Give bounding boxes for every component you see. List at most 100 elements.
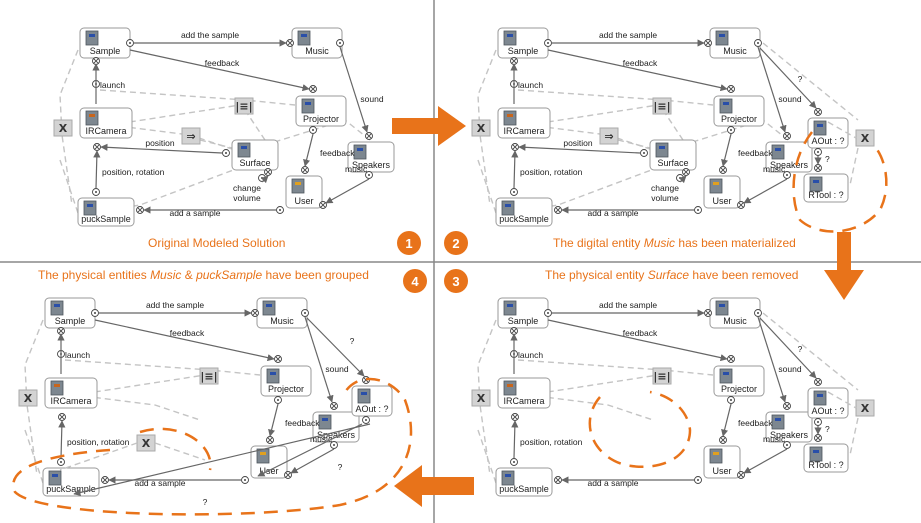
equivalence-operator: |≡| [234,97,254,115]
user-label: User [712,466,731,476]
user-icon [709,178,723,194]
sample-label: Sample [55,316,86,326]
node-speakers[interactable]: Speakers [765,141,813,173]
node-pucksample[interactable]: puckSample [495,197,553,227]
edge-sound: sound [757,316,802,403]
provided-port [258,174,266,182]
node-sample[interactable]: Sample [497,297,549,329]
equivalence-operator: |≡| [199,367,219,385]
provided-port [336,39,344,47]
rtool-icon [809,446,823,462]
node-music[interactable]: Music [256,297,308,329]
pucksample-icon [501,470,515,486]
node-projector[interactable]: Projector [713,365,765,397]
speakers-icon [318,414,332,430]
node-music[interactable]: Music [709,297,761,329]
aout-label: AOut : ? [811,406,844,416]
node-music[interactable]: Music [291,27,343,59]
node-rtool[interactable]: RTool : ? [803,173,849,203]
grouped-inner-outline [139,427,212,471]
badge-4: 4 [403,269,427,293]
node-sample[interactable]: Sample [44,297,96,329]
user-icon [709,448,723,464]
edge-add_a_sample: add a sample [561,476,694,488]
svg-text:X: X [477,122,486,135]
required-port [704,309,712,317]
dashed-link [244,109,266,141]
dashed-link [517,89,714,106]
edge-feedback: feedback [94,319,275,362]
edge-add_a_sample: add a sample [108,476,241,488]
sample-label: Sample [508,316,539,326]
node-pucksample[interactable]: puckSample [495,467,553,497]
ircamera-icon [50,380,64,396]
ircamera-label: IRCamera [503,126,544,136]
dashed-link [527,159,679,211]
node-rtool[interactable]: RTool : ? [803,443,849,473]
cross-operator: X [18,389,38,407]
node-pucksample[interactable]: puckSample [42,467,100,497]
badge-1: 1 [397,231,421,255]
node-pucksample[interactable]: puckSample [77,197,135,227]
cross-operator-group: X [136,434,156,452]
user-label: User [712,196,731,206]
node-projector[interactable]: Projector [260,365,312,397]
provided-port [727,396,735,404]
node-aout[interactable]: AOut : ? [807,387,849,419]
required-port [274,355,282,363]
node-ircamera[interactable]: IRCamera [497,377,551,409]
node-user[interactable]: User [703,175,741,209]
svg-text:|≡|: |≡| [653,370,670,383]
edge-label-add_a_sample: add a sample [169,208,220,218]
edge-label-music: music [310,434,333,444]
node-music[interactable]: Music [709,27,761,59]
edge-label-position: position [145,138,175,148]
node-sample[interactable]: Sample [79,27,131,59]
node-projector[interactable]: Projector [713,95,765,127]
edge-label-question: ? [825,424,830,434]
provided-port [694,206,702,214]
required-port [737,471,745,479]
node-ircamera[interactable]: IRCamera [44,377,98,409]
svg-text:2: 2 [452,236,459,251]
projector-icon [719,368,733,384]
projector-label: Projector [303,114,339,124]
node-surface[interactable]: Surface [649,139,697,171]
node-projector[interactable]: Projector [295,95,347,127]
music-label: Music [723,316,747,326]
edge-add_the_sample: add the sample [134,30,287,47]
node-aout[interactable]: AOut : ? [351,385,393,417]
svg-text:⇒: ⇒ [604,130,613,143]
node-ircamera[interactable]: IRCamera [497,107,551,139]
edge-question: ? [306,317,365,377]
svg-text:X: X [24,392,33,405]
speakers-icon [353,144,367,160]
node-user[interactable]: User [703,445,741,479]
node-user[interactable]: User [285,175,323,209]
pucksample-icon [501,200,515,216]
provided-port [814,148,822,156]
ircamera-icon [503,380,517,396]
node-surface[interactable]: Surface [231,139,279,171]
materialized-outline [792,131,888,233]
node-speakers[interactable]: Speakers [347,141,395,173]
provided-port [330,441,338,449]
required-port [251,309,259,317]
dashed-link [99,89,296,106]
cross-operator: X [471,389,491,407]
sample-icon [503,300,517,316]
edge-question: ? [759,317,817,379]
node-sample[interactable]: Sample [497,27,549,59]
required-port [266,436,274,444]
edge-label-volume: volume [233,193,261,203]
required-port [727,355,735,363]
node-ircamera[interactable]: IRCamera [79,107,133,139]
aout-label: AOut : ? [355,404,388,414]
surface-icon [655,142,669,158]
sample-icon [503,30,517,46]
implies-operator: ⇒ [599,127,619,145]
required-port [58,413,66,421]
provided-port [91,309,99,317]
